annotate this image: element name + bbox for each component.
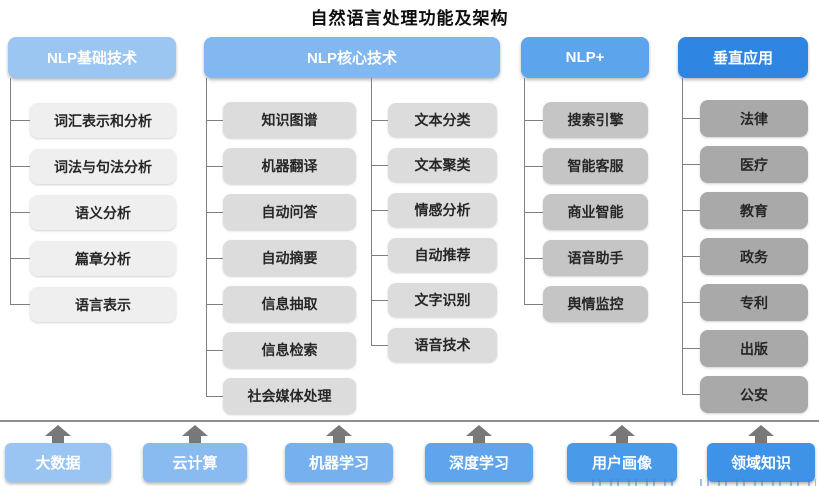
node-text-classification: 文本分类 bbox=[371, 103, 497, 137]
node-lexical-representation: 词汇表示和分析 bbox=[10, 103, 176, 138]
page-title: 自然语言处理功能及架构 bbox=[310, 9, 509, 28]
watermark-fragment bbox=[592, 479, 680, 486]
up-arrow-icon bbox=[609, 425, 635, 443]
column-nlp-core-left: 知识图谱 机器翻译 自动问答 自动摘要 信息抽取 信息检索 社会媒体处理 bbox=[206, 102, 356, 414]
node-information-retrieval: 信息检索 bbox=[206, 332, 356, 368]
node-search-engine: 搜索引擎 bbox=[524, 102, 648, 138]
node-ocr: 文字识别 bbox=[371, 283, 497, 317]
header-nlp-basic: NLP基础技术 bbox=[8, 37, 176, 78]
node-public-security: 公安 bbox=[682, 376, 808, 413]
node-intelligent-customer-service: 智能客服 bbox=[524, 148, 648, 184]
node-morph-syntax-analysis: 词法与句法分析 bbox=[10, 149, 176, 184]
column-nlp-core-right: 文本分类 文本聚类 情感分析 自动推荐 文字识别 语音技术 bbox=[371, 103, 497, 362]
up-arrow-icon bbox=[45, 425, 71, 443]
node-question-answering: 自动问答 bbox=[206, 194, 356, 230]
foundation-big-data: 大数据 bbox=[5, 443, 111, 482]
arrow-head bbox=[466, 425, 492, 436]
arrow-stem bbox=[189, 436, 201, 443]
arrow-stem bbox=[473, 436, 485, 443]
column-vertical-app: 法律 医疗 教育 政务 专利 出版 公安 bbox=[682, 100, 808, 413]
foundation-cloud-computing: 云计算 bbox=[143, 443, 247, 482]
node-speech-technology: 语音技术 bbox=[371, 328, 497, 362]
node-legal: 法律 bbox=[682, 100, 808, 137]
node-knowledge-graph: 知识图谱 bbox=[206, 102, 356, 138]
connector-trunk-core-right bbox=[371, 78, 372, 345]
node-information-extraction: 信息抽取 bbox=[206, 286, 356, 322]
node-language-representation: 语言表示 bbox=[10, 287, 176, 322]
node-patent: 专利 bbox=[682, 284, 808, 321]
arrow-stem bbox=[333, 436, 345, 443]
header-nlp-plus: NLP+ bbox=[521, 37, 649, 78]
connector-trunk-core-left bbox=[206, 78, 207, 396]
foundation-deep-learning: 深度学习 bbox=[425, 443, 533, 482]
up-arrow-icon bbox=[326, 425, 352, 443]
node-auto-summarization: 自动摘要 bbox=[206, 240, 356, 276]
node-machine-translation: 机器翻译 bbox=[206, 148, 356, 184]
foundation-machine-learning: 机器学习 bbox=[285, 443, 393, 482]
arrow-head bbox=[748, 425, 774, 436]
foundation-user-profile: 用户画像 bbox=[567, 443, 677, 482]
node-publishing: 出版 bbox=[682, 330, 808, 367]
node-opinion-monitoring: 舆情监控 bbox=[524, 286, 648, 322]
column-nlp-plus: 搜索引擎 智能客服 商业智能 语音助手 舆情监控 bbox=[524, 102, 648, 322]
up-arrow-icon bbox=[466, 425, 492, 443]
connector-trunk-nlp-plus bbox=[524, 78, 525, 304]
header-nlp-core: NLP核心技术 bbox=[204, 37, 500, 78]
node-sentiment-analysis: 情感分析 bbox=[371, 193, 497, 227]
watermark-fragment bbox=[700, 479, 816, 486]
node-voice-assistant: 语音助手 bbox=[524, 240, 648, 276]
arrow-head bbox=[326, 425, 352, 436]
arrow-stem bbox=[616, 436, 628, 443]
node-auto-recommendation: 自动推荐 bbox=[371, 238, 497, 272]
node-business-intelligence: 商业智能 bbox=[524, 194, 648, 230]
arrow-stem bbox=[755, 436, 767, 443]
arrow-stem bbox=[52, 436, 64, 443]
column-nlp-basic: 词汇表示和分析 词法与句法分析 语义分析 篇章分析 语言表示 bbox=[10, 103, 176, 322]
node-government: 政务 bbox=[682, 238, 808, 275]
node-medical: 医疗 bbox=[682, 146, 808, 183]
foundation-separator-line bbox=[0, 420, 819, 422]
node-education: 教育 bbox=[682, 192, 808, 229]
up-arrow-icon bbox=[748, 425, 774, 443]
header-vertical-app: 垂直应用 bbox=[678, 37, 808, 78]
arrow-head bbox=[45, 425, 71, 436]
node-social-media-processing: 社会媒体处理 bbox=[206, 378, 356, 414]
connector-trunk-vertical bbox=[682, 78, 683, 395]
node-semantic-analysis: 语义分析 bbox=[10, 195, 176, 230]
foundation-domain-knowledge: 领域知识 bbox=[707, 443, 815, 482]
arrow-head bbox=[609, 425, 635, 436]
arrow-head bbox=[182, 425, 208, 436]
node-text-clustering: 文本聚类 bbox=[371, 148, 497, 182]
node-discourse-analysis: 篇章分析 bbox=[10, 241, 176, 276]
up-arrow-icon bbox=[182, 425, 208, 443]
connector-trunk-basic bbox=[10, 78, 11, 305]
